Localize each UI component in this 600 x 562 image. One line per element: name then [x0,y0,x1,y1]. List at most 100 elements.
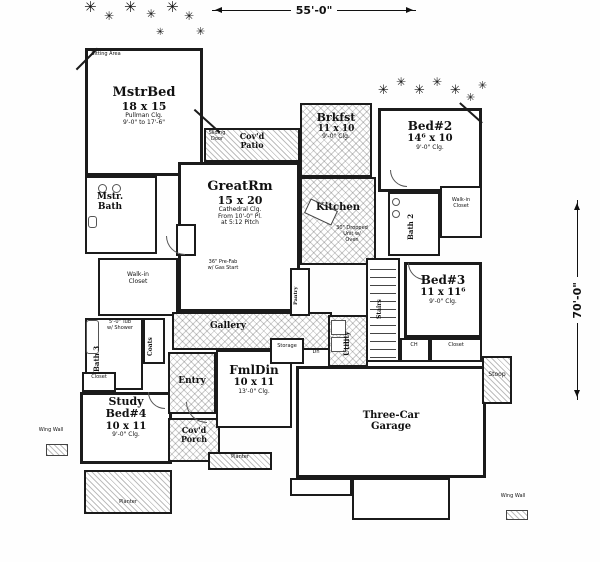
garage-apron-right [352,478,450,520]
room-note: Cathedral Clg. [218,205,262,213]
room-note: 9'-0" to 17'-6" [122,118,166,126]
label-coats: Coats [147,337,154,357]
room-size: 10 x 11 [105,420,147,432]
bush-icon: ✳ [378,83,389,98]
dimension-height: 70'-0" [568,200,586,401]
label-storage: Storage [277,343,297,349]
room-size: 18 x 15 [121,99,167,113]
label-covd-patio: Cov'd Patio [239,131,265,150]
room-pantry [290,268,310,316]
room-gallery [172,312,332,350]
washer-icon [331,320,346,335]
bush-icon: ✳ [432,75,443,89]
room-storage [270,338,304,364]
fixture-note: w/ Gas Start [207,264,239,271]
bush-icon: ✳ [184,9,195,23]
room-name: Brkfst [316,111,356,124]
label-planter-porch: Planter [231,454,249,460]
bush-icon: ✳ [104,9,115,23]
bush-icon: ✳ [466,91,476,104]
room-covd-porch [168,418,220,462]
label-sliding-door: Sliding Door [208,130,226,142]
room-master-bath [85,176,157,254]
room-kitchen [300,177,376,265]
label-entry: Entry [178,376,206,386]
fixture-note: 36" Pre-Fab [208,259,238,265]
label-ch: CH [410,342,418,348]
label-utility: Utility [342,331,351,357]
tub-icon [86,320,99,354]
dryer-icon [331,337,346,352]
label-closet-bed3: Closet [448,342,464,348]
dimension-width: 55'-0" [212,2,417,18]
label-kitchen: Kitchen [315,202,361,213]
sink-icon [112,184,121,193]
arrow-down-icon [573,323,580,401]
label-garage: Three-Car Garage [362,410,420,433]
bush-icon: ✳ [146,7,157,21]
room-study [80,392,172,464]
wing-wall-left-box [46,444,68,456]
label-kitchen-note: 30" Dropped Unit w/ Oven [330,225,374,243]
label-bed2: Bed#2 14⁶ x 10 9'-0" Clg. [394,119,466,151]
label-formal-dining: FmlDin 10 x 11 13'-0" Clg. [220,363,288,395]
arrow-left-icon [212,6,291,13]
bush-icon: ✳ [414,83,425,98]
bush-icon: ✳ [124,0,137,16]
room-walkin-closet-master [98,258,178,316]
room-size: 11 x 10 [317,124,355,135]
label-covd-porch: Cov'd Porch [180,425,208,444]
label-closet-study: Closet [91,374,107,380]
label-study: Study Bed#4 10 x 11 9'-0" Clg. [88,395,164,439]
bush-icon: ✳ [166,0,179,16]
bush-icon: ✳ [478,79,488,92]
label-fireplace: 36" Pre-Fab w/ Gas Start [196,259,250,272]
stair-treads [370,262,396,358]
sink-icon [392,210,400,218]
room-alt-name: Bed#4 [105,407,147,421]
room-name: Study [108,395,144,408]
sink-icon [392,198,400,206]
label-stairs: Stairs [376,299,383,319]
bush-icon: ✳ [84,0,97,16]
room-note: at 5:12 Pitch [221,219,259,227]
label-tub: 5'-0" Tub w/ Shower [100,319,140,332]
room-ch [400,338,430,362]
label-planter-left: Planter [119,499,137,505]
label-master-bed: MstrBed 18 x 15 Pullman Clg. 9'-0" to 17… [98,85,190,126]
label-sitting-area: Sitting Area [91,51,121,57]
label-stoop: Stoop [488,371,506,378]
label-walkin-closet-master: Walk-in Closet [126,271,149,285]
label-great-room: GreatRm 15 x 20 Cathedral Clg. From 10'-… [192,179,288,227]
label-walkin-closet-bed2: Walk-in Closet [451,197,471,209]
room-name: GreatRm [207,179,273,194]
room-master-bed [85,48,203,176]
label-pantry: Pantry [293,286,299,306]
room-walkin-closet-bed2 [440,186,482,238]
room-stairs [366,258,400,362]
room-covd-patio [204,128,300,162]
room-breakfast [300,103,372,177]
label-wing-wall-left: Wing Wall [38,427,64,433]
fixture-note: 30" Dropped [336,225,368,231]
room-name: MstrBed [112,85,176,100]
room-name: FmlDin [229,363,279,377]
fixture-note: w/ Shower [107,324,133,331]
toilet-icon [88,216,97,228]
label-bed3: Bed#3 11 x 11⁶ 9'-0" Clg. [407,273,479,305]
bush-icon: ✳ [196,25,206,38]
room-note: Pullman Clg. [125,111,163,119]
garage-apron-left [290,478,352,496]
room-note: 13'-0" Clg. [238,387,270,395]
door-arc-icon [166,236,185,255]
wing-wall-right-box [506,510,528,520]
label-breakfast: Brkfst 11 x 10 9'-0" Clg. [306,111,366,141]
bush-icon: ✳ [396,75,407,89]
fixture-note: 5'-0" Tub [108,319,132,325]
label-master-bath: Mstr. Bath [96,192,124,213]
dimension-width-text: 55'-0" [295,3,333,17]
room-garage [296,366,486,478]
room-coats-closet [143,318,165,364]
stoop-pad [482,356,512,404]
